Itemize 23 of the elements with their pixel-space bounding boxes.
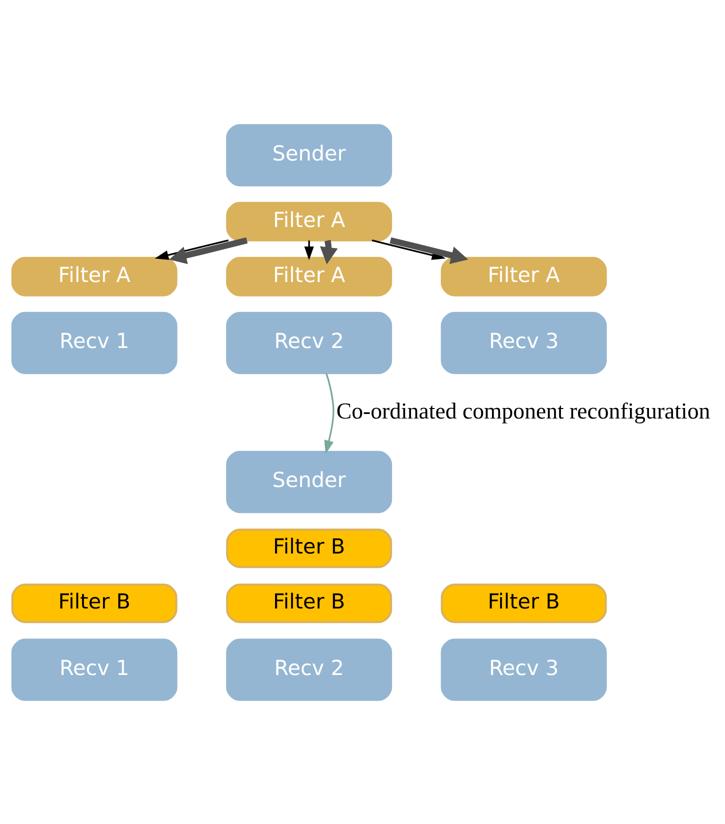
node-box: Recv 2: [226, 638, 392, 700]
arrow: [154, 239, 229, 260]
arrow: [320, 239, 338, 264]
node-box: Recv 3: [440, 638, 607, 700]
edge-label: Co-ordinated component reconfiguration: [336, 398, 710, 423]
node-box: Filter B: [11, 583, 178, 623]
node-box: Filter B: [226, 583, 392, 623]
node-box: Filter A: [226, 201, 392, 241]
node-box: Filter B: [226, 528, 392, 568]
arrow: [169, 236, 248, 264]
node-box: Filter A: [11, 256, 178, 296]
node-box: Recv 1: [11, 638, 178, 700]
node-box: Filter A: [226, 256, 392, 296]
node-box: Filter B: [440, 583, 607, 623]
node-box: Sender: [226, 450, 392, 513]
node-box: Sender: [226, 124, 392, 186]
arrow: [304, 240, 314, 260]
node-box: Recv 2: [226, 311, 392, 374]
node-box: Recv 1: [11, 311, 178, 374]
arrow: [390, 236, 468, 264]
node-box: Recv 3: [440, 311, 607, 374]
arrow: [324, 372, 334, 454]
node-box: Filter A: [440, 256, 607, 296]
